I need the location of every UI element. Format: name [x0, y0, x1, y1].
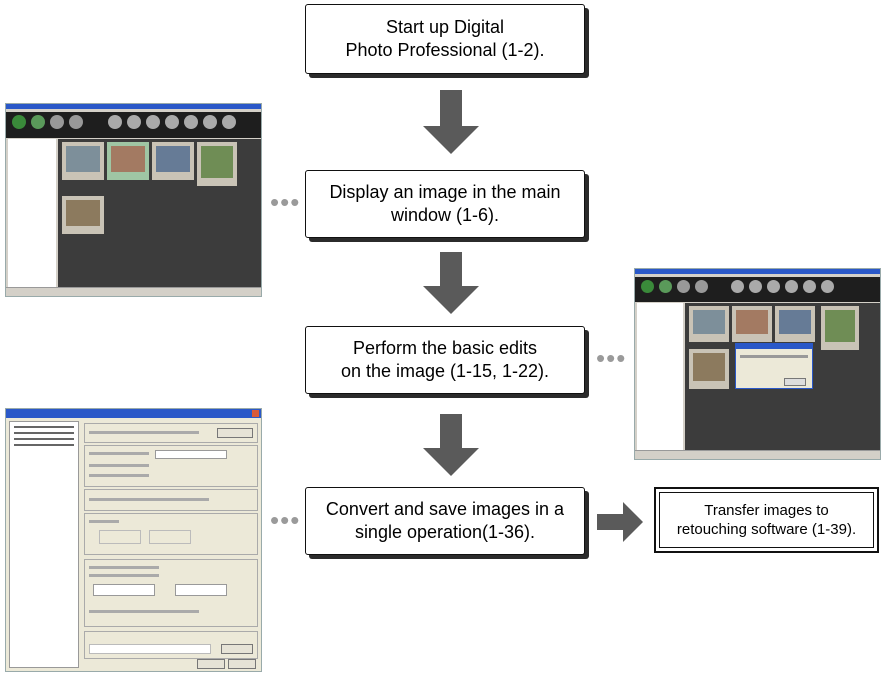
connector-dots: ••• [596, 343, 627, 373]
step-convert-save: Convert and save images in a single oper… [305, 487, 585, 555]
edit-window-screenshot [634, 268, 881, 460]
arrow-down-icon [423, 252, 479, 314]
arrow-down-icon [423, 414, 479, 476]
connector-dots: ••• [270, 187, 301, 217]
main-window-screenshot [5, 103, 262, 297]
arrow-down-icon [423, 90, 479, 154]
step-transfer-label: Transfer images to retouching software (… [659, 492, 874, 548]
step-start-up: Start up Digital Photo Professional (1-2… [305, 4, 585, 74]
step-basic-edits: Perform the basic edits on the image (1-… [305, 326, 585, 394]
batch-settings-screenshot [5, 408, 262, 672]
connector-dots: ••• [270, 505, 301, 535]
step-display-image: Display an image in the main window (1-6… [305, 170, 585, 238]
step-transfer-retouching: Transfer images to retouching software (… [654, 487, 879, 553]
arrow-right-icon [597, 502, 643, 542]
